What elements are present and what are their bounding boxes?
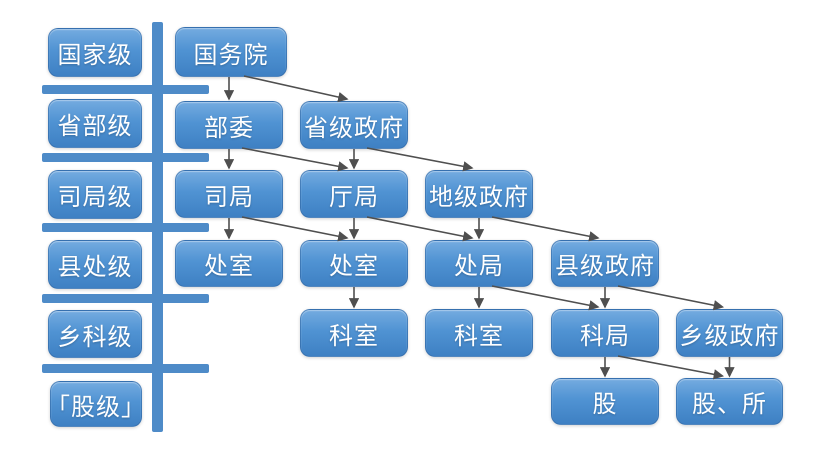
node-gu-suo-unit: 股、所 xyxy=(676,378,783,425)
level-separator-line-4 xyxy=(42,294,209,303)
node-provincial-government: 省级政府 xyxy=(300,101,408,149)
node-township-government: 乡级政府 xyxy=(676,309,783,357)
node-gu-unit: 股 xyxy=(551,378,659,425)
arrow-county_government-to-township_government xyxy=(617,285,725,311)
level-label-county-division: 县处级 xyxy=(48,240,142,289)
node-county-government: 县级政府 xyxy=(551,240,659,287)
arrow-state_council-to-provincial_government xyxy=(243,75,349,103)
arrow-ting_ju-to-chu_ju xyxy=(366,216,474,242)
level-separator-line-1 xyxy=(42,85,209,94)
arrow-prefecture_government-to-county_government xyxy=(491,216,600,242)
node-section-office-1: 科室 xyxy=(300,309,408,357)
node-prefecture-government: 地级政府 xyxy=(425,170,533,218)
arrow-provincial_government-to-prefecture_government xyxy=(366,147,474,172)
node-ministry: 部委 xyxy=(175,101,283,149)
level-label-township-section: 乡科级 xyxy=(48,310,142,358)
node-division-bureau: 处局 xyxy=(425,240,533,287)
node-section-office-2: 科室 xyxy=(425,309,533,357)
node-division-office-2: 处室 xyxy=(300,240,408,287)
node-provincial-bureau: 厅局 xyxy=(300,170,408,218)
node-state-council: 国务院 xyxy=(175,27,287,77)
level-separator-line-5 xyxy=(42,364,209,373)
level-label-national: 国家级 xyxy=(48,28,142,77)
level-label-bureau: 司局级 xyxy=(48,170,142,219)
node-department-bureau: 司局 xyxy=(175,170,283,218)
arrow-ke_ju-to-gu_suo xyxy=(617,355,725,380)
arrow-si_ju-to-chu_shi_2 xyxy=(241,216,349,242)
arrow-chu_ju-to-ke_ju xyxy=(491,285,600,311)
level-label-provincial-ministerial: 省部级 xyxy=(48,99,142,148)
level-label-gu: 「股级」 xyxy=(46,381,145,427)
node-division-office-1: 处室 xyxy=(175,240,283,287)
arrow-ministry-to-ting_ju xyxy=(241,147,349,172)
level-separator-line-3 xyxy=(42,223,209,232)
level-separator-line-2 xyxy=(42,153,209,162)
node-section-bureau: 科局 xyxy=(551,309,659,357)
